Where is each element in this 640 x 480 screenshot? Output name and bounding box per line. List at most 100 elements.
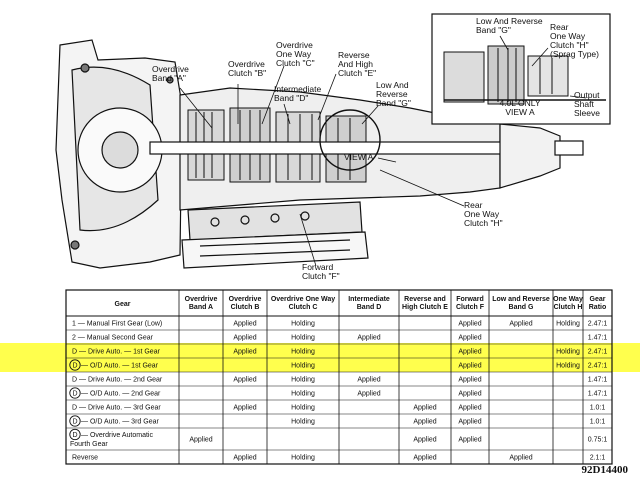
table-cell: 1.0:1: [590, 419, 606, 426]
table-cell: Applied: [189, 437, 212, 444]
label-view-a: VIEW A: [344, 152, 374, 162]
table-cell: 1.47:1: [588, 391, 608, 398]
gear-label: D — Drive Auto. — 3rd Gear: [72, 405, 161, 412]
circled-d-icon: [69, 415, 81, 427]
table-cell: Applied: [357, 391, 380, 398]
gear-label: Reverse: [72, 455, 98, 462]
view-a-circle: [319, 109, 381, 171]
figure-code: 92D14400: [582, 464, 629, 476]
gear-label: 2 — Manual Second Gear: [72, 335, 154, 342]
label-line: Low And: [376, 80, 409, 90]
table-cell: Applied: [458, 335, 481, 342]
gear-label: — O/D Auto. — 3rd Gear: [81, 419, 159, 426]
table-cell: 2.47:1: [588, 321, 608, 328]
table-cell: Applied: [509, 455, 532, 462]
label-line: Clutch "B": [228, 68, 266, 78]
circled-d-letter: D: [72, 419, 77, 426]
table-cell: 2.47:1: [588, 363, 608, 370]
gear-label: D — Drive Auto. — 1st Gear: [72, 349, 161, 356]
label-line: Reverse: [338, 50, 370, 60]
table-cell: 1.47:1: [588, 377, 608, 384]
gear-label: — O/D Auto. — 1st Gear: [81, 363, 159, 370]
table-header-cell: Gear: [115, 301, 131, 308]
label-line: 4.0L ONLY: [499, 98, 540, 108]
gear-label: — Overdrive Automatic: [81, 432, 153, 439]
highlight-band: [0, 357, 640, 372]
table-cell: 1.0:1: [590, 405, 606, 412]
label-line: Reverse: [376, 89, 408, 99]
circled-d-letter: D: [72, 363, 77, 370]
gear-label: — O/D Auto. — 2nd Gear: [81, 391, 161, 398]
label-line: Band "G": [476, 25, 511, 35]
label-line: One Way: [276, 49, 312, 59]
bolt: [80, 63, 90, 73]
table-cell: Holding: [291, 419, 315, 426]
label-line: Clutch "H": [464, 218, 503, 228]
table-cell: Applied: [233, 349, 256, 356]
label-line: Overdrive: [152, 64, 189, 74]
table-cell: Applied: [458, 419, 481, 426]
highlight-band: [0, 343, 640, 358]
label-line: One Way: [550, 31, 586, 41]
label-line: Rear: [464, 200, 483, 210]
table-cell: Applied: [233, 405, 256, 412]
table-cell: Applied: [357, 335, 380, 342]
table-cell: Holding: [291, 349, 315, 356]
bolt: [70, 240, 80, 250]
table-cell: 2.47:1: [588, 349, 608, 356]
label-line: Rear: [550, 22, 569, 32]
table-cell: 1.47:1: [588, 335, 608, 342]
valve-bolt: [270, 213, 280, 223]
circled-d-letter: D: [72, 432, 77, 439]
table-cell: Holding: [291, 391, 315, 398]
circled-d-icon: [69, 359, 81, 371]
label-line: Low And Reverse: [476, 16, 543, 26]
circled-d-icon: [69, 387, 81, 399]
table-cell: Holding: [556, 321, 580, 328]
torque-converter-center: [101, 131, 139, 169]
table-cell: Applied: [458, 349, 481, 356]
label-line: Clutch "C": [276, 58, 315, 68]
label-line: Clutch "E": [338, 68, 376, 78]
table-cell: Holding: [291, 335, 315, 342]
transmission-illustration: [55, 39, 584, 269]
table-row: 2 — Manual Second Gear Applied Holding Appl…: [72, 335, 607, 342]
table-cell: Applied: [458, 321, 481, 328]
table-cell: Holding: [291, 377, 315, 384]
table-cell: Applied: [458, 437, 481, 444]
label-line: And High: [338, 59, 373, 69]
table-cell: Applied: [509, 321, 532, 328]
table-cell: Applied: [413, 455, 436, 462]
label-line: Intermediate: [274, 84, 322, 94]
table-cell: Applied: [413, 437, 436, 444]
table-cell: Holding: [556, 363, 580, 370]
label-line: Band "A": [152, 73, 186, 83]
label-line: Overdrive: [276, 40, 313, 50]
table-row: D — Drive Auto. — 1st Gear Applied Holding…: [72, 349, 607, 356]
label-line: (Sprag Type): [550, 49, 599, 59]
extension-housing: [499, 123, 561, 189]
